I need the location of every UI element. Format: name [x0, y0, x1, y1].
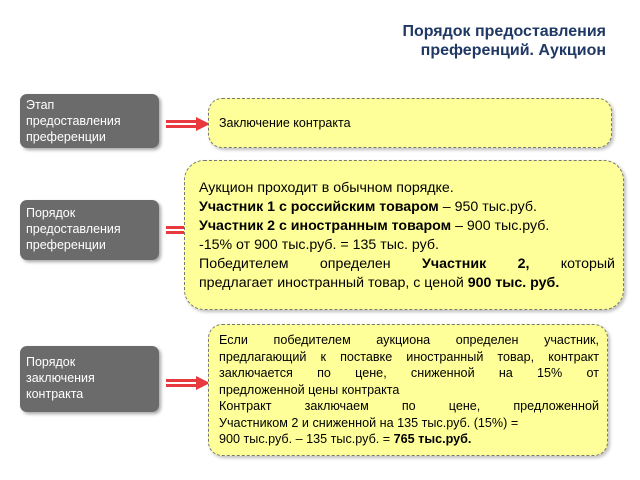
auction-line-4: -15% от 900 тыс.руб. = 135 тыс. руб. — [199, 237, 439, 253]
label-contract-procedure: Порядок заключения контракта — [20, 346, 159, 412]
contract-line-4: предложенной цены контракта — [219, 382, 400, 397]
arrow-right-icon — [166, 117, 210, 131]
auction-line-2: Участник 1 с российским товаром – 950 ты… — [199, 199, 537, 215]
auction-line-6: предлагает иностранный товар, с ценой 90… — [199, 275, 560, 291]
contract-line-1: Если победителем аукциона определен учас… — [219, 333, 599, 347]
contract-conditions-text: Если победителем аукциона определен учас… — [219, 332, 599, 448]
label-procedure: Порядок предоставления преференции — [20, 200, 159, 260]
auction-procedure-box: Аукцион проходит в обычном порядке. Учас… — [184, 160, 624, 310]
contract-line-5: Контракт заключаем по цене, предложенной — [219, 399, 599, 413]
label-procedure-line-1: Порядок — [26, 206, 76, 220]
contract-conditions-box: Если победителем аукциона определен учас… — [208, 324, 608, 456]
arrow-right-icon — [166, 376, 210, 390]
title-line-1: Порядок предоставления — [402, 23, 606, 40]
contract-conclusion-box: Заключение контракта — [208, 98, 612, 148]
auction-line-5: Победителем определен Участник 2, которы… — [199, 256, 615, 272]
label-procedure-line-3: преференции — [26, 238, 106, 252]
contract-conclusion-text: Заключение контракта — [219, 116, 351, 130]
contract-line-6: Участником 2 и сниженной на 135 тыс.руб.… — [219, 415, 519, 430]
auction-procedure-text: Аукцион проходит в обычном порядке. Учас… — [199, 179, 615, 293]
label-stage-line-2: предоставления — [26, 114, 121, 128]
contract-line-3: заключается по цене, сниженной на 15% от — [219, 366, 599, 380]
label-stage: Этап предоставления преференции — [20, 94, 159, 148]
contract-line-2: предлагающий к поставке иностранный това… — [219, 349, 599, 364]
page-title: Порядок предоставления преференций. Аукц… — [402, 22, 606, 60]
auction-line-3: Участник 2 с иностранным товаром – 900 т… — [199, 218, 550, 234]
auction-line-1: Аукцион проходит в обычном порядке. — [199, 180, 454, 196]
title-line-2: преференций. Аукцион — [420, 42, 606, 59]
label-stage-line-3: преференции — [26, 130, 106, 144]
label-contract-line-2: заключения — [26, 371, 95, 385]
label-contract-line-1: Порядок — [26, 355, 76, 369]
contract-line-7: 900 тыс.руб. – 135 тыс.руб. = 765 тыс.ру… — [219, 432, 472, 446]
label-contract-line-3: контракта — [26, 387, 84, 401]
label-stage-line-1: Этап — [26, 98, 55, 112]
label-procedure-line-2: предоставления — [26, 222, 121, 236]
